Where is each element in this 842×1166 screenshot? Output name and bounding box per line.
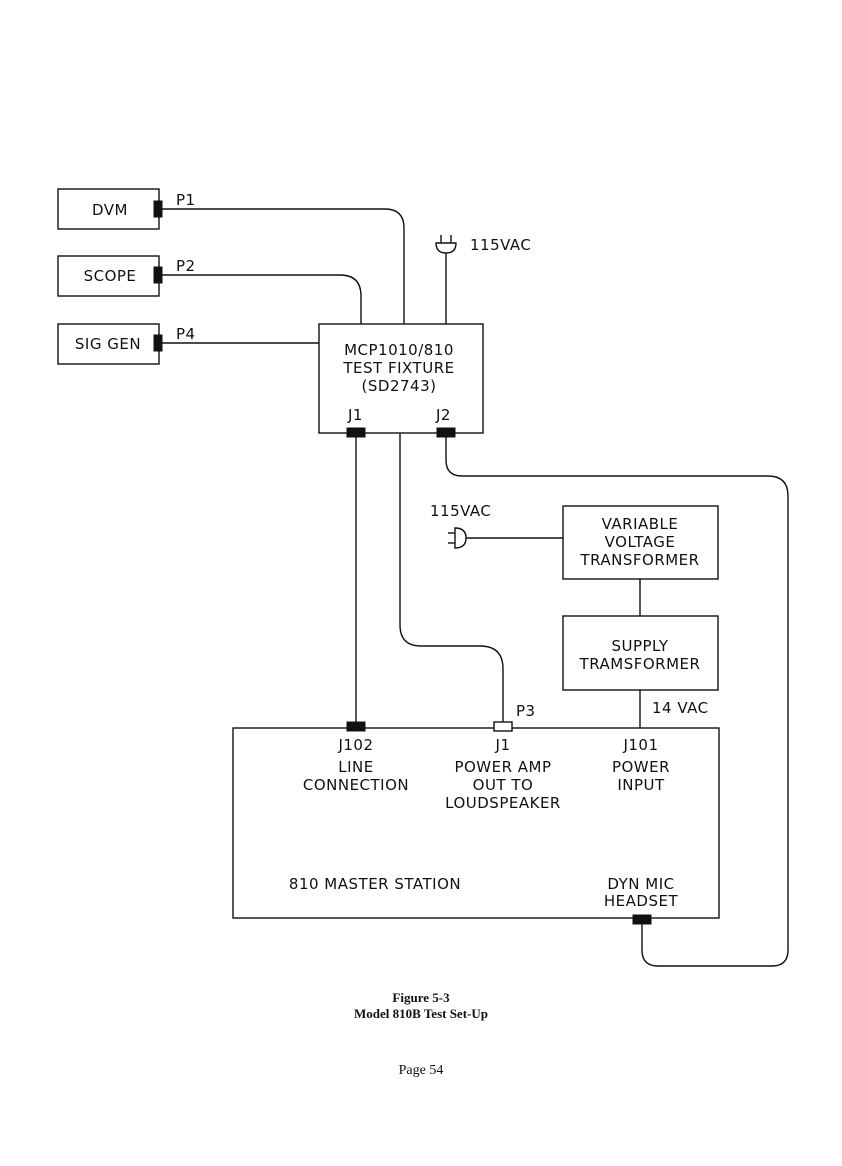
speaker-wire [399, 433, 504, 724]
amp-line-2: OUT TO [473, 776, 534, 794]
vt-line-2: VOLTAGE [605, 533, 676, 551]
scope-box: SCOPE [57, 255, 163, 297]
fixture-line-1: MCP1010/810 [344, 341, 454, 359]
scope-label: SCOPE [84, 267, 137, 285]
vt-line-1: VARIABLE [602, 515, 679, 533]
mid-115vac-label: 115VAC [430, 502, 491, 520]
p1-connector [153, 200, 163, 218]
sig-gen-box: SIG GEN [57, 323, 163, 365]
p2-label: P2 [176, 257, 196, 275]
j102-connector [346, 721, 366, 732]
page-number: Page 54 [398, 1063, 444, 1078]
dvm-box: DVM [57, 188, 163, 230]
fixture-j2-label: J2 [435, 406, 451, 424]
side-plug-icon [448, 527, 563, 549]
scope-wire [162, 274, 362, 324]
fixture-j2-connector [436, 427, 456, 438]
variable-transformer-box: VARIABLE VOLTAGE TRANSFORMER [562, 505, 719, 580]
vt-line-3: TRANSFORMER [579, 551, 699, 569]
power-line-1: POWER [612, 758, 670, 776]
figure-number: Figure 5-3 [392, 990, 450, 1005]
p4-label: P4 [176, 325, 196, 343]
power-line-2: INPUT [617, 776, 665, 794]
master-station-title: 810 MASTER STATION [289, 875, 461, 893]
j1-speaker-connector [493, 721, 513, 732]
amp-line-1: POWER AMP [454, 758, 551, 776]
sig-gen-label: SIG GEN [75, 335, 141, 353]
mic-line-2: HEADSET [604, 892, 679, 910]
fixture-j1-label: J1 [347, 406, 363, 424]
fixture-line-3: (SD2743) [362, 377, 437, 395]
j102-label: J102 [337, 736, 373, 754]
p1-label: P1 [176, 191, 196, 209]
line-conn-2: CONNECTION [303, 776, 409, 794]
p4-connector [153, 334, 163, 352]
vac-label: 14 VAC [652, 699, 709, 717]
figure-title: Model 810B Test Set-Up [354, 1006, 488, 1021]
fixture-j1-connector [346, 427, 366, 438]
headset-wire [445, 437, 789, 967]
supply-transformer-box: SUPPLY TRAMSFORMER [562, 615, 719, 691]
st-line-2: TRAMSFORMER [579, 655, 701, 673]
dvm-wire [162, 208, 405, 324]
top-115vac-label: 115VAC [470, 236, 531, 254]
master-j1-label: J1 [495, 736, 511, 754]
line-conn-1: LINE [338, 758, 373, 776]
p2-connector [153, 266, 163, 284]
dvm-label: DVM [92, 201, 128, 219]
st-line-1: SUPPLY [611, 637, 668, 655]
headset-connector [632, 914, 652, 925]
fixture-line-2: TEST FIXTURE [342, 359, 454, 377]
plug-icon [435, 235, 457, 324]
amp-line-3: LOUDSPEAKER [445, 794, 561, 812]
master-station-box: J102 LINE CONNECTION J1 POWER AMP OUT TO… [232, 721, 720, 925]
j101-label: J101 [622, 736, 658, 754]
mic-line-1: DYN MIC [607, 875, 674, 893]
test-fixture-box: MCP1010/810 TEST FIXTURE (SD2743) J1 J2 [318, 323, 484, 438]
p3-label: P3 [516, 702, 536, 720]
